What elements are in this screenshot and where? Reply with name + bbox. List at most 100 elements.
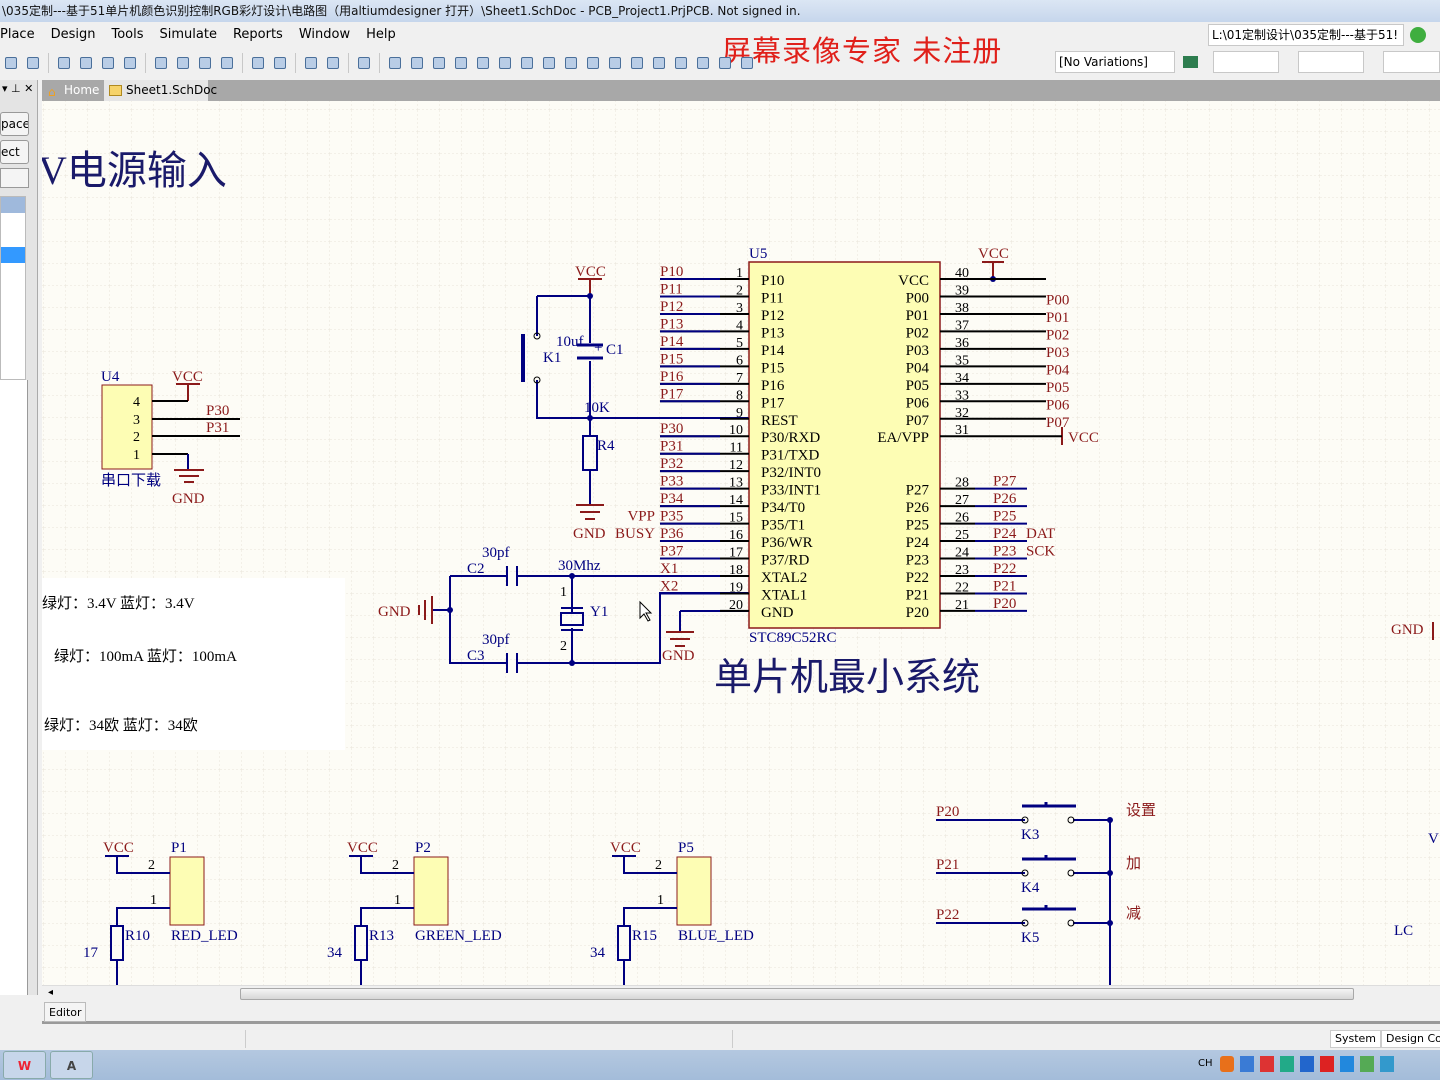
rubber-stamp-icon[interactable] <box>121 54 139 72</box>
param-select-2[interactable] <box>1298 51 1364 73</box>
horizontal-scrollbar[interactable]: ◂ <box>42 985 1440 1002</box>
tab-sheet1[interactable]: Sheet1.SchDoc <box>104 80 217 101</box>
project-tree[interactable] <box>0 196 26 380</box>
device-sheet-icon[interactable] <box>606 54 624 72</box>
bus-entry-icon[interactable] <box>408 54 426 72</box>
reset-circuit[interactable]: VCC 10uf + C1 K1 10K R4 GND <box>521 264 749 542</box>
zoom-icon[interactable] <box>24 54 42 72</box>
tray-app3-icon[interactable] <box>1380 1056 1394 1072</box>
panel-pin-icon[interactable]: ▾ ⊥ ✕ <box>2 82 34 95</box>
tray-security-icon[interactable] <box>1360 1056 1374 1072</box>
param-select-3[interactable] <box>1383 51 1440 73</box>
wps-taskbar-icon[interactable]: W <box>3 1051 46 1079</box>
undo-icon[interactable] <box>249 54 267 72</box>
move-icon[interactable] <box>174 54 192 72</box>
paste-icon[interactable] <box>99 54 117 72</box>
tab-home[interactable]: ⌂ Home <box>42 80 104 101</box>
pen-icon[interactable] <box>738 54 756 72</box>
menu-window[interactable]: Window <box>298 27 351 42</box>
redo-icon[interactable] <box>271 54 289 72</box>
no-erc-icon[interactable] <box>694 54 712 72</box>
select-area-icon[interactable] <box>152 54 170 72</box>
wire-icon[interactable] <box>430 54 448 72</box>
directive-icon[interactable] <box>672 54 690 72</box>
tray-grid-icon[interactable] <box>1300 1056 1314 1072</box>
tray-app-icon[interactable] <box>1320 1056 1334 1072</box>
browse-icon[interactable] <box>2 54 20 72</box>
tray-usb-icon[interactable] <box>1240 1056 1254 1072</box>
menu-design[interactable]: Design <box>50 27 96 42</box>
tray-wps-icon[interactable] <box>1260 1056 1274 1072</box>
schematic-canvas[interactable]: V电源输入 单片机最小系统 U4 VCC 4 3 2 1 P30 P31 串口下… <box>42 101 1440 985</box>
u4-serial-header[interactable]: U4 VCC 4 3 2 1 P30 P31 串口下载 GND <box>101 369 240 507</box>
sheet-symbol-icon[interactable] <box>562 54 580 72</box>
menu-place[interactable]: Place <box>0 27 35 42</box>
menu-tools[interactable]: Tools <box>111 27 144 42</box>
ime-indicator[interactable]: CH <box>1198 1058 1213 1069</box>
design-compiler-button[interactable]: Design Co <box>1381 1030 1440 1048</box>
pcb-icon[interactable] <box>1183 56 1198 68</box>
editor-tab[interactable]: Editor <box>44 1002 86 1022</box>
back-icon[interactable] <box>1410 27 1426 43</box>
sheet-entry-icon[interactable] <box>584 54 602 72</box>
crystal-circuit[interactable]: 30pf C2 30Mhz Y1 1 2 30pf C3 GND GND <box>378 545 749 673</box>
scroll-left-icon[interactable]: ◂ <box>48 987 54 998</box>
parameter-icon[interactable] <box>716 54 734 72</box>
variations-select[interactable]: [No Variations] <box>1055 51 1175 73</box>
workspace-button[interactable]: pace <box>0 112 29 136</box>
pin-icon[interactable] <box>452 54 470 72</box>
hierarchy-icon[interactable] <box>302 54 320 72</box>
scrollbar-thumb[interactable] <box>240 988 1354 1000</box>
menu-help[interactable]: Help <box>366 27 396 42</box>
system-panel-button[interactable]: System <box>1330 1030 1382 1048</box>
harness-icon[interactable] <box>628 54 646 72</box>
project-button[interactable]: ect <box>0 140 29 164</box>
bus-icon[interactable] <box>386 54 404 72</box>
project-options-dropdown[interactable] <box>0 168 29 188</box>
copy-icon[interactable] <box>77 54 95 72</box>
menu-simulate[interactable]: Simulate <box>159 27 217 42</box>
